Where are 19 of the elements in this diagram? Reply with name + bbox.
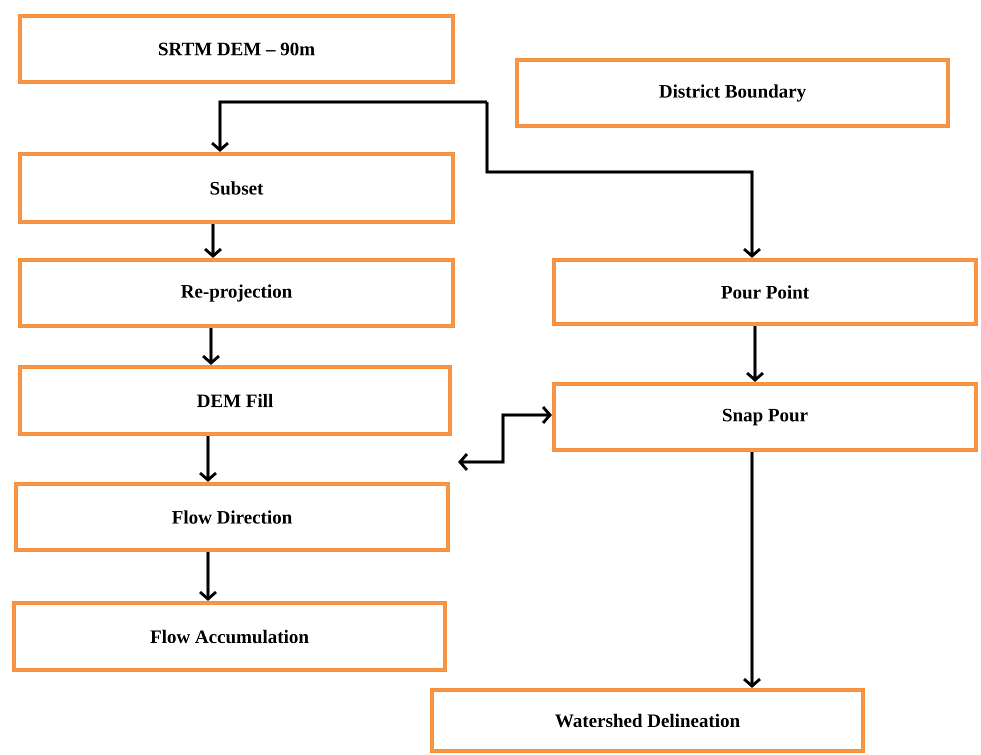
process-box: Re-projection: [18, 258, 455, 328]
arrow: [458, 406, 552, 471]
arrow: [746, 326, 764, 382]
process-box: District Boundary: [515, 58, 950, 128]
arrow: [199, 552, 217, 601]
arrow: [486, 102, 761, 258]
arrow: [743, 452, 761, 688]
arrow: [204, 224, 222, 258]
process-box: DEM Fill: [18, 365, 452, 436]
process-box: Snap Pour: [552, 382, 978, 452]
process-box: Subset: [18, 152, 455, 224]
process-box: Flow Direction: [14, 482, 450, 552]
process-box: SRTM DEM – 90m: [18, 14, 455, 84]
process-box: Pour Point: [552, 258, 978, 326]
process-box: Flow Accumulation: [12, 601, 447, 672]
arrow: [211, 100, 487, 152]
process-box: Watershed Delineation: [430, 688, 865, 753]
arrow: [202, 328, 220, 365]
arrow: [199, 436, 217, 482]
